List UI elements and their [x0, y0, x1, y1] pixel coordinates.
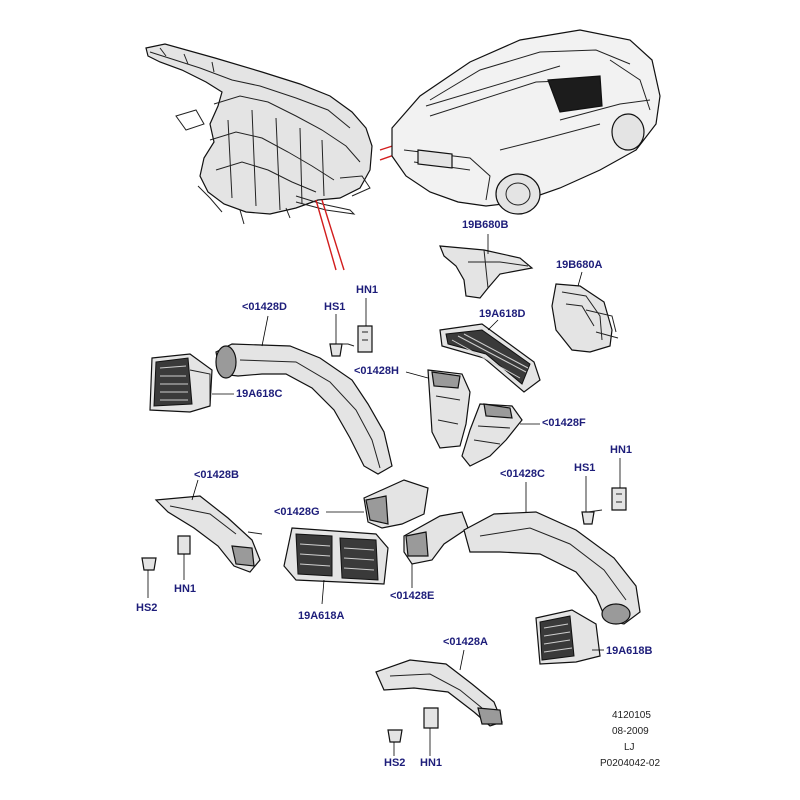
screw-hs2-left: [141, 557, 157, 598]
part-19a618a-vent: [283, 527, 389, 605]
reference-number: 4120105: [612, 710, 651, 721]
part-19a618c-side-vent: [149, 353, 234, 413]
clip-hn1-bottom: [423, 707, 439, 756]
part-19a618b-vent: [535, 609, 604, 665]
part-19a618d-center-vent: [439, 319, 541, 393]
part-01428e-duct: [403, 511, 469, 588]
callout-19a618b: 19A618B: [606, 645, 653, 657]
dashboard-hvac-assembly: [145, 43, 373, 225]
callout-01428e: <01428E: [390, 590, 435, 602]
callout-01428b: <01428B: [194, 469, 239, 481]
callout-19a618c: 19A618C: [236, 388, 283, 400]
part-01428b-duct: [154, 479, 263, 573]
part-01428c-duct: [463, 482, 641, 625]
callout-01428c: <01428C: [500, 468, 545, 480]
callout-01428d: <01428D: [242, 301, 287, 313]
screw-hs1-right: [581, 476, 603, 525]
part-19b680a-vent: [551, 271, 619, 353]
callout-hn1-left: HN1: [174, 583, 197, 595]
callout-01428h: <01428H: [354, 365, 399, 377]
screw-hs2-bottom: [387, 729, 403, 756]
part-19b680b-duct: [439, 234, 534, 299]
part-01428f-duct: [461, 403, 540, 467]
callout-hs1-upper: HS1: [324, 301, 346, 313]
part-01428a-duct: [375, 649, 503, 727]
screw-hs1-upper: [329, 314, 355, 357]
callout-01428f: <01428F: [542, 417, 586, 429]
callout-01428g: <01428G: [274, 506, 320, 518]
part-01428g-duct: [326, 479, 429, 529]
clip-hn1-left: [177, 535, 191, 580]
callout-01428a: <01428A: [443, 636, 488, 648]
callout-hn1-right: HN1: [610, 444, 633, 456]
part-01428h-duct: [405, 369, 471, 449]
revision-date: 08-2009: [612, 726, 649, 737]
callout-hs1-right: HS1: [574, 462, 596, 474]
author-initials: LJ: [624, 742, 635, 753]
callout-hn1-upper: HN1: [356, 284, 379, 296]
callout-19b680a: 19B680A: [556, 259, 603, 271]
callout-hs2-bottom: HS2: [384, 757, 406, 769]
suv-vehicle: [391, 29, 661, 215]
drawing-code: P0204042-02: [600, 758, 661, 769]
clip-hn1-right: [611, 458, 627, 511]
part-01428d-duct: [215, 315, 393, 475]
callout-19b680b: 19B680B: [462, 219, 509, 231]
clip-hn1-upper: [357, 298, 373, 353]
callout-hs2-left: HS2: [136, 602, 158, 614]
callout-19a618a: 19A618A: [298, 610, 345, 622]
callout-19a618d: 19A618D: [479, 308, 526, 320]
callout-hn1-bottom: HN1: [420, 757, 443, 769]
